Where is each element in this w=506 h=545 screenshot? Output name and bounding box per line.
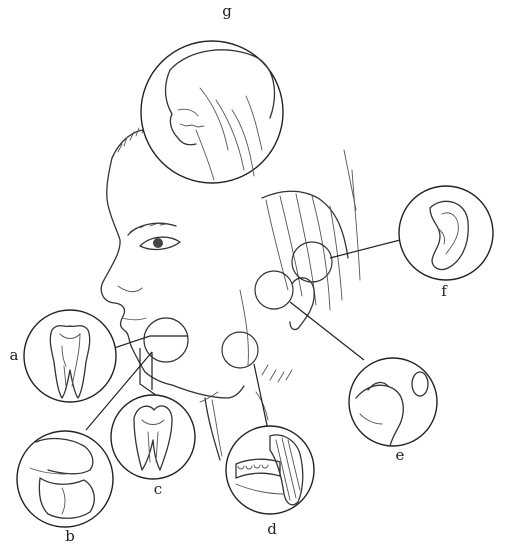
label-g: g <box>222 2 232 20</box>
inset-a-molar <box>24 310 116 402</box>
target-jaw-circle <box>222 332 258 368</box>
target-mouth-circle <box>144 318 188 362</box>
target-circles <box>144 242 332 368</box>
label-b: b <box>65 527 75 545</box>
inset-d-jaw <box>226 426 314 514</box>
inset-g-skull <box>141 41 283 183</box>
inset-e-tmj <box>349 358 437 446</box>
inset-f-ear <box>399 186 493 280</box>
label-d: d <box>267 520 277 538</box>
label-e: e <box>396 446 405 464</box>
label-f: f <box>441 282 448 300</box>
inset-b-occlusion <box>17 431 113 527</box>
target-tmj-circle <box>255 271 293 309</box>
label-a: a <box>10 346 19 364</box>
label-c: c <box>154 480 162 498</box>
inset-c-incisor <box>111 395 195 479</box>
